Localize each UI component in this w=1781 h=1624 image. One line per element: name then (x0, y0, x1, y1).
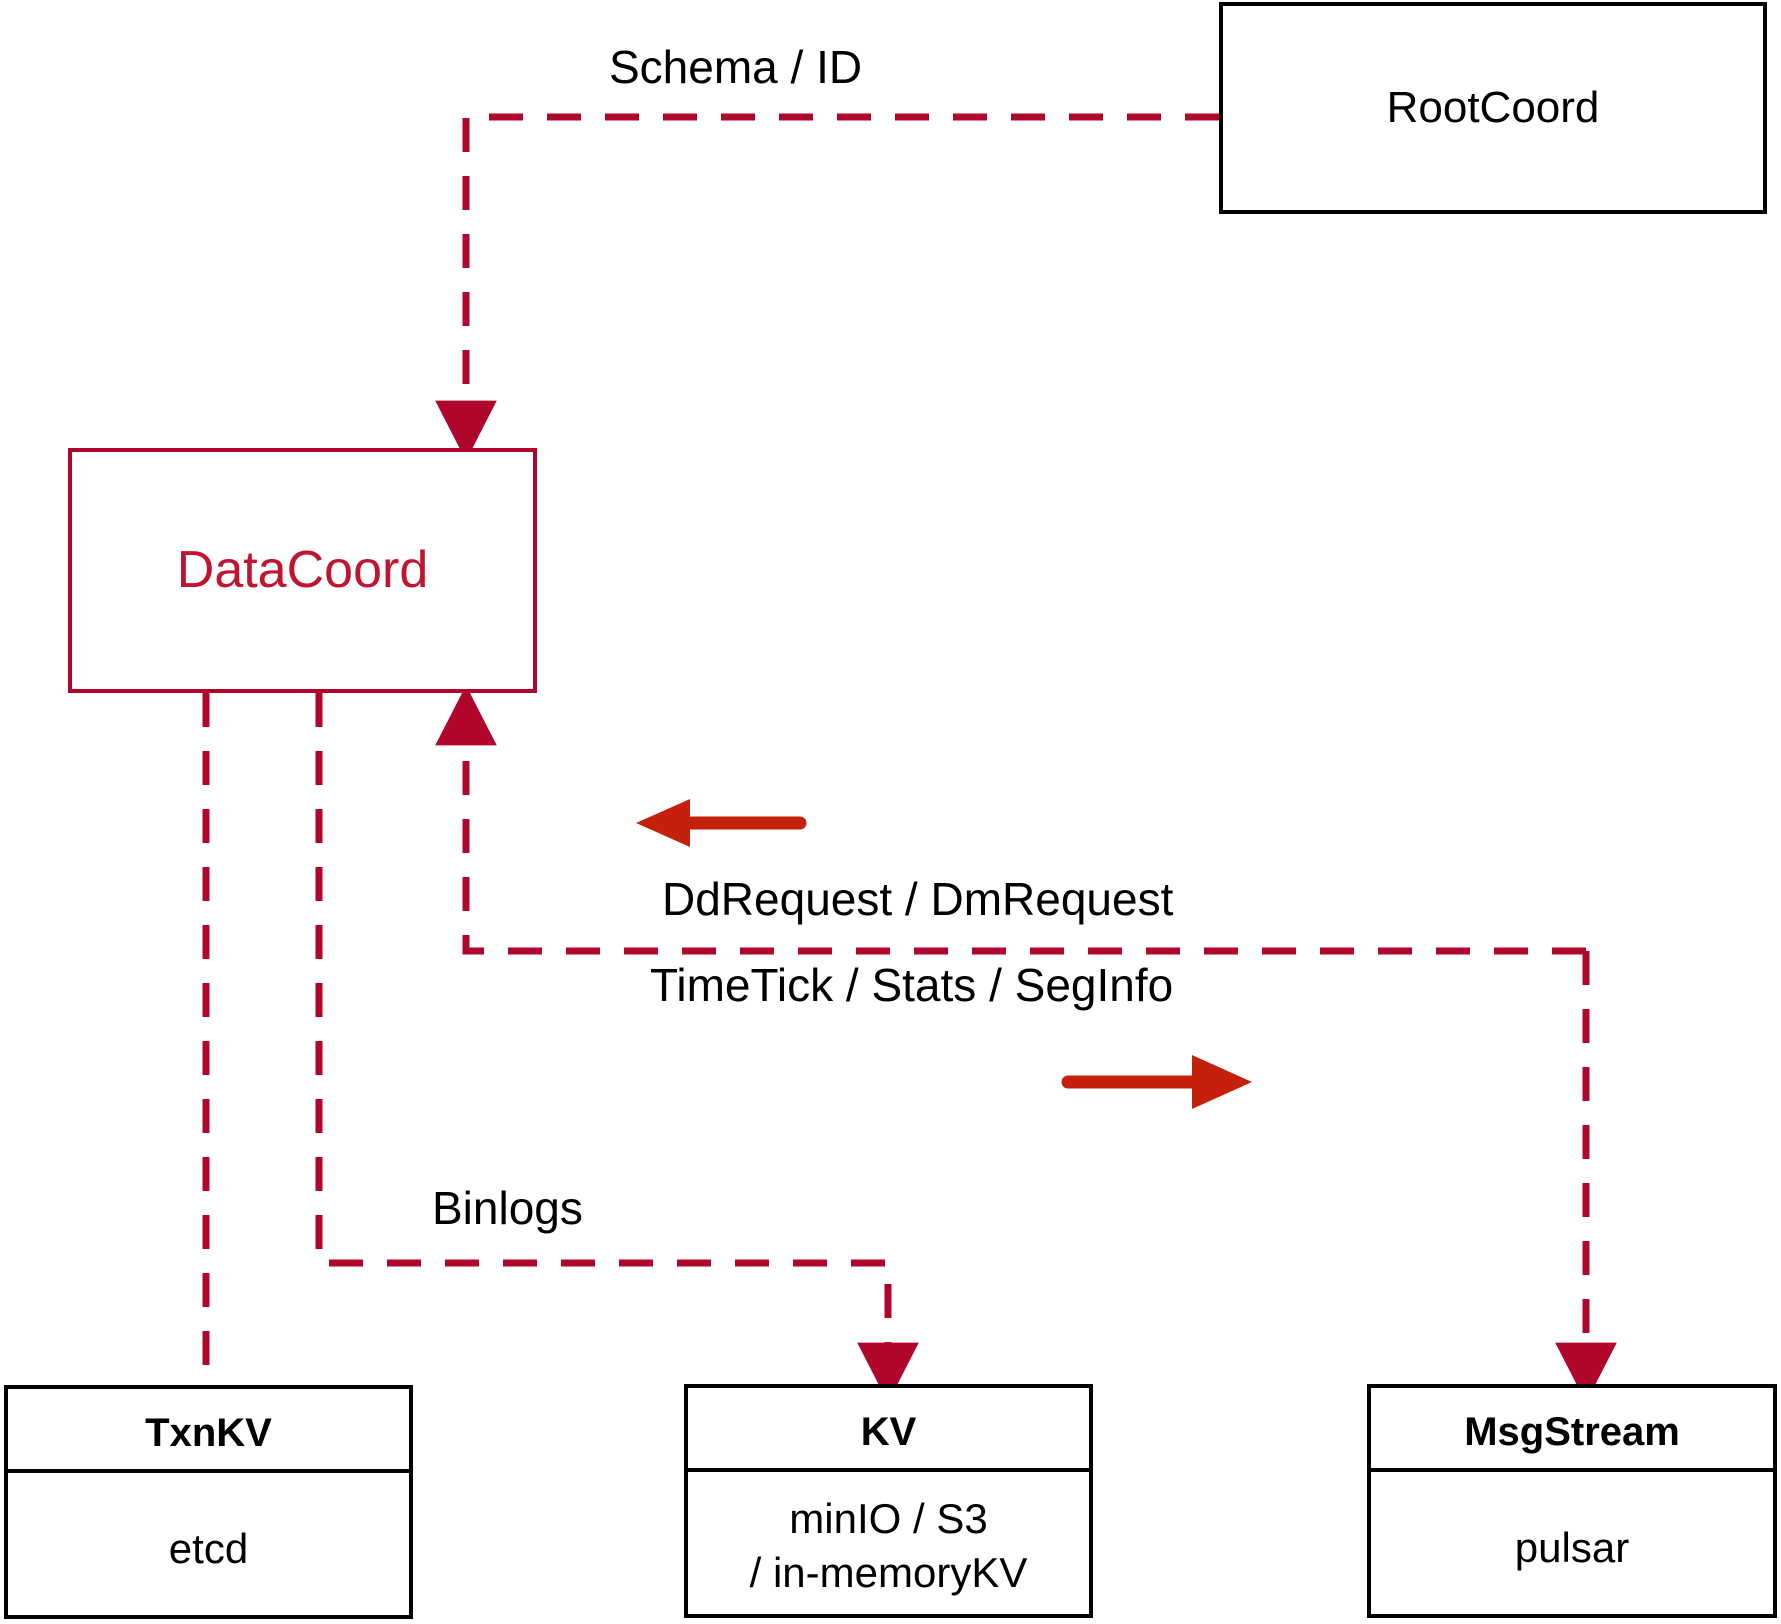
node-kv-label: KV (860, 1410, 917, 1454)
node-kv-sublabel-line2: / in-memoryKV (749, 1549, 1028, 1596)
node-msgstream[interactable]: MsgStream pulsar (1367, 1384, 1777, 1618)
node-datacoord[interactable]: DataCoord (68, 448, 537, 693)
edge-label-binlogs: Binlogs (432, 1182, 583, 1234)
node-msgstream-sublabel: pulsar (1514, 1524, 1630, 1571)
node-kv-divider (688, 1468, 1089, 1472)
edge-msgstream-datacoord (435, 685, 1586, 955)
node-kv[interactable]: KV minIO / S3 / in-memoryKV (684, 1384, 1093, 1618)
node-msgstream-label: MsgStream (1464, 1410, 1680, 1454)
dd-dm-request-arrow-icon (636, 799, 807, 847)
node-msgstream-divider (1371, 1468, 1773, 1472)
node-rootcoord-label: RootCoord (1386, 83, 1600, 132)
node-rootcoord[interactable]: RootCoord (1219, 2, 1767, 214)
timetick-stats-seginfo-arrow-icon (1061, 1055, 1252, 1109)
edge-binlogs (315, 693, 919, 1403)
edge-label-dd-dm-request: DdRequest / DmRequest (662, 873, 1174, 925)
node-kv-sublabel-line1: minIO / S3 (789, 1495, 988, 1542)
node-txnkv-sublabel: etcd (168, 1525, 249, 1572)
node-txnkv-divider (8, 1469, 409, 1473)
edge-label-schema-id: Schema / ID (609, 41, 863, 93)
edge-label-timetick-stats-seginfo: TimeTick / Stats / SegInfo (650, 959, 1174, 1011)
node-datacoord-label: DataCoord (176, 541, 429, 599)
edge-schema-id (435, 113, 1219, 461)
node-txnkv-label: TxnKV (145, 1411, 272, 1455)
node-txnkv[interactable]: TxnKV etcd (4, 1385, 413, 1619)
